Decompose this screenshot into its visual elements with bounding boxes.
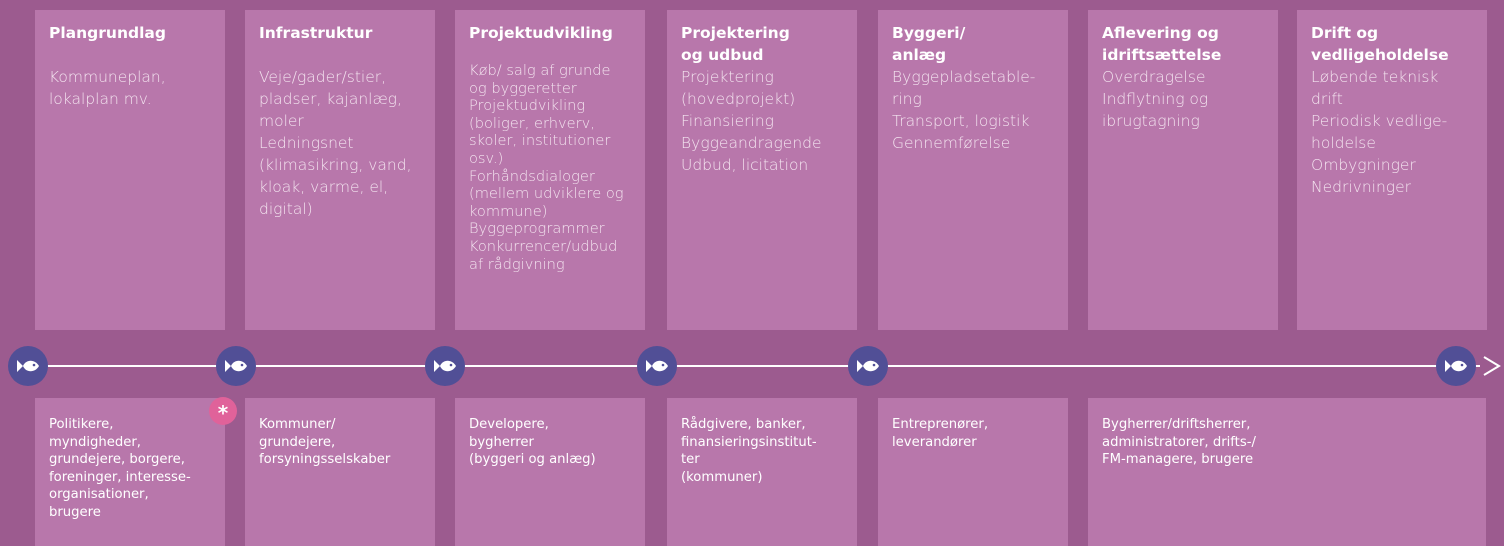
phase-box-drift: Drift og vedligeholdelse Løbende teknisk… — [1297, 10, 1487, 330]
phase-body: Løbende teknisk drift Periodisk vedlige-… — [1311, 68, 1448, 196]
phase-body: Veje/gader/stier, pladser, kajanlæg, mol… — [259, 68, 412, 218]
phase-box-aflevering: Aflevering og idriftsættelse Overdragels… — [1088, 10, 1278, 330]
phase-box-byggeri: Byggeri/ anlæg Byggepladsetable- ring Tr… — [878, 10, 1068, 330]
fish-icon — [637, 346, 677, 386]
phase-title: Drift og vedligeholdelse — [1311, 24, 1449, 64]
actor-box-politikere: Politikere, myndigheder, grundejere, bor… — [35, 398, 225, 546]
phase-box-projektudvikling: Projektudvikling Køb/ salg af grunde og … — [455, 10, 645, 330]
fish-icon — [8, 346, 48, 386]
phase-body: Køb/ salg af grunde og byggeretter Proje… — [469, 62, 624, 273]
actor-box-kommuner: Kommuner/ grundejere, forsyningsselskabe… — [245, 398, 435, 546]
arrow-right-icon — [1483, 356, 1501, 376]
phase-title: Aflevering og idriftsættelse — [1102, 24, 1222, 64]
actor-box-raadgivere: Rådgivere, banker, finansieringsinstitut… — [667, 398, 857, 546]
phase-body: Overdragelse Indflytning og ibrugtagning — [1102, 68, 1209, 130]
fish-icon — [425, 346, 465, 386]
phase-title: Projektering og udbud — [681, 24, 790, 64]
phase-body: Projektering (hovedprojekt) Finansiering… — [681, 68, 822, 174]
actor-box-bygherrer: Bygherrer/driftsherrer, administratorer,… — [1088, 398, 1486, 546]
phase-body: Kommuneplan, lokalplan mv. — [49, 68, 166, 108]
phase-title: Projektudvikling — [469, 24, 613, 42]
fish-icon — [848, 346, 888, 386]
phase-title: Byggeri/ anlæg — [892, 24, 966, 64]
actor-box-entreprenoerer: Entreprenører, leverandører — [878, 398, 1068, 546]
fish-icon — [1436, 346, 1476, 386]
actor-box-developere: Developere, bygherrer (byggeri og anlæg) — [455, 398, 645, 546]
asterisk-icon: * — [209, 397, 237, 425]
timeline-line — [28, 365, 1480, 367]
phase-box-infrastruktur: Infrastruktur Veje/gader/stier, pladser,… — [245, 10, 435, 330]
phase-box-plangrundlag: Plangrundlag Kommuneplan, lokalplan mv. — [35, 10, 225, 330]
phase-body: Byggepladsetable- ring Transport, logist… — [892, 68, 1036, 152]
phase-title: Infrastruktur — [259, 24, 373, 42]
fish-icon — [216, 346, 256, 386]
phase-box-projektering: Projektering og udbud Projektering (hove… — [667, 10, 857, 330]
phase-title: Plangrundlag — [49, 24, 166, 42]
